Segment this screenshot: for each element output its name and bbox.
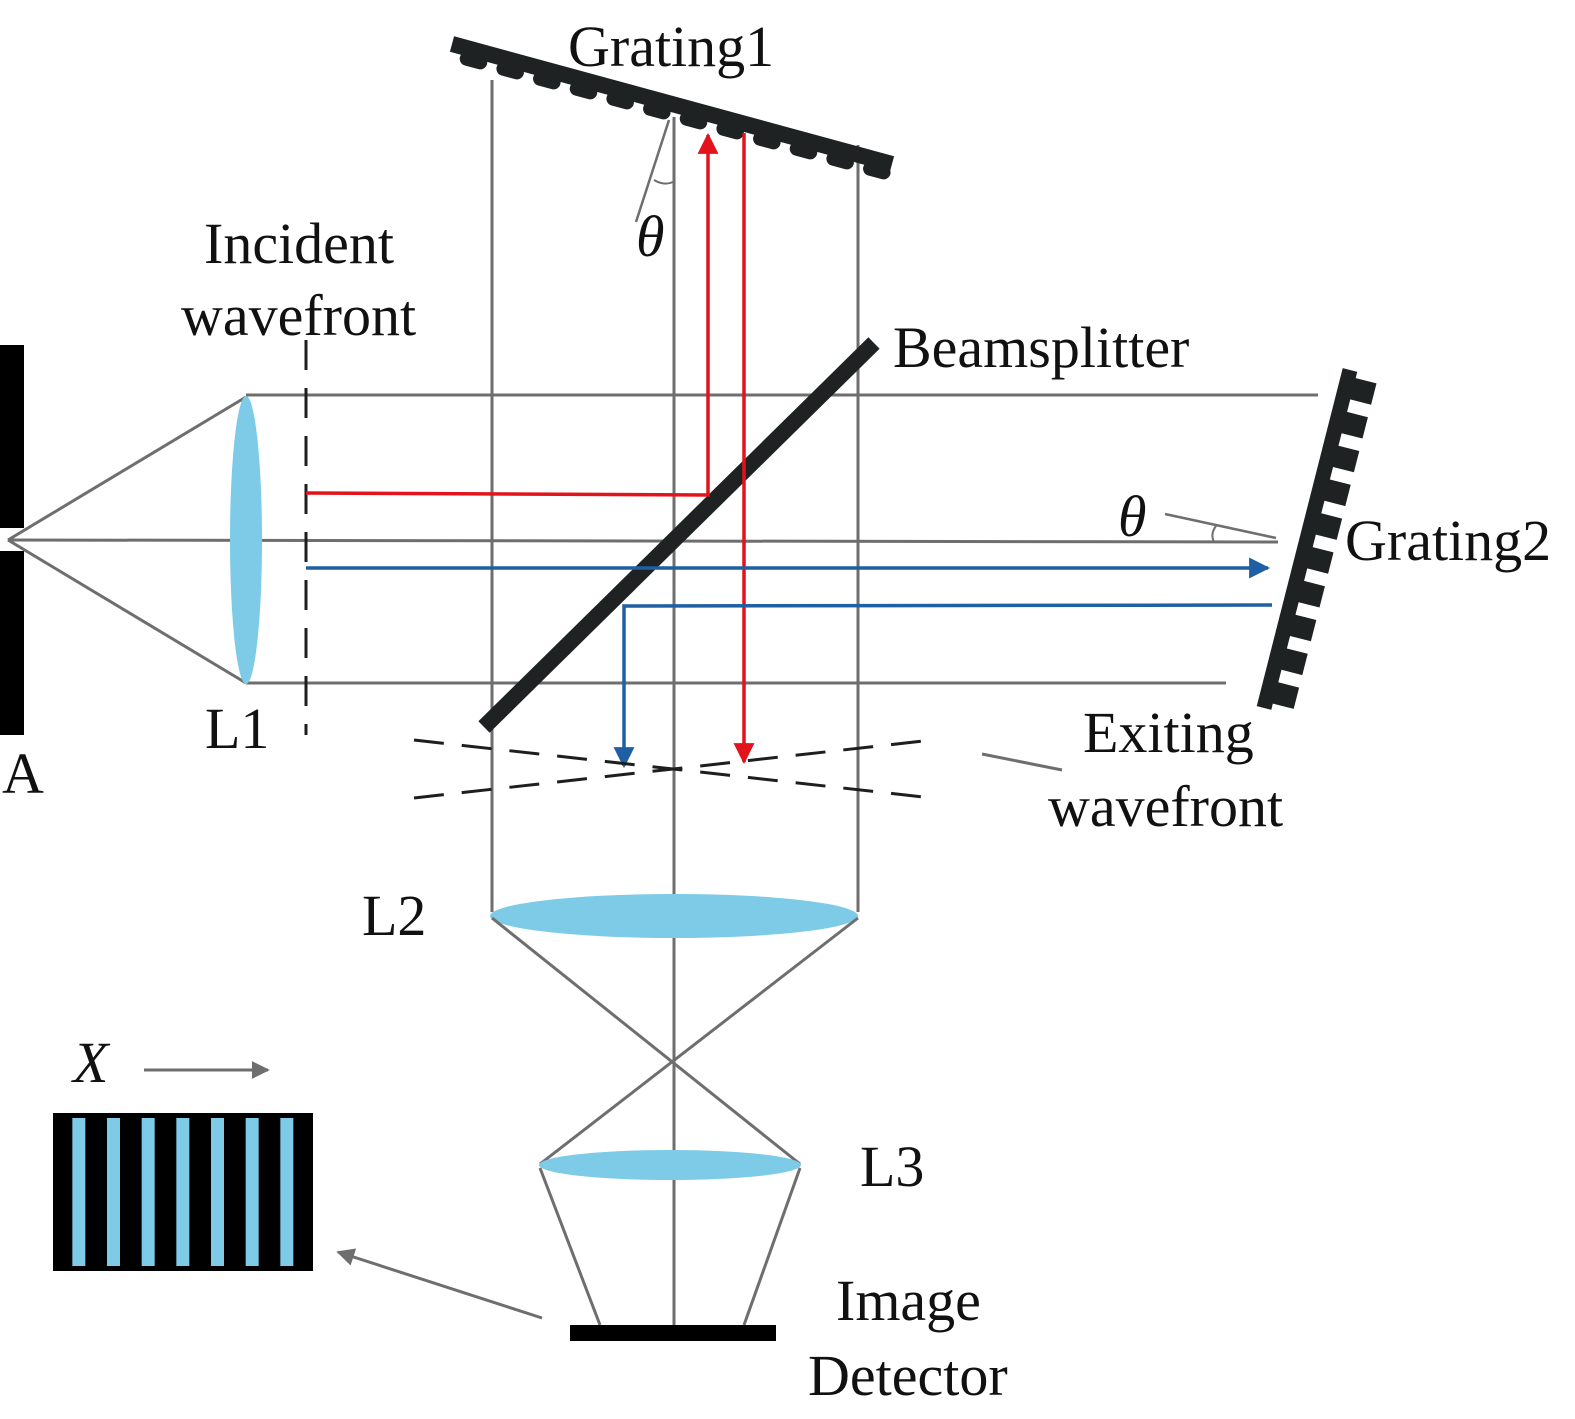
bright-fringe (72, 1118, 86, 1266)
beamsplitter (478, 337, 880, 733)
fringe-pattern (53, 1113, 313, 1271)
grating2-groove (1332, 445, 1360, 473)
source-rays (7, 395, 1279, 685)
grating1-groove (863, 161, 891, 180)
bright-fringe (141, 1118, 155, 1266)
grating2-groove (1298, 580, 1325, 608)
detector-label-2: Detector (808, 1343, 1008, 1408)
grating-1 (449, 36, 895, 180)
lens-l2-label: L2 (362, 883, 426, 948)
grating1-groove (459, 51, 488, 70)
grating1-groove (643, 101, 671, 120)
bright-fringe (176, 1118, 190, 1266)
bright-fringe (280, 1118, 294, 1266)
bright-fringe (107, 1118, 120, 1266)
exiting-wavefront-label-1: Exiting (1083, 700, 1254, 765)
grating1-groove (496, 61, 524, 80)
grating2-groove (1315, 513, 1343, 540)
grating2-groove (1341, 411, 1368, 439)
incident-wavefront-label-1: Incident (204, 211, 394, 276)
red-ray-path (305, 132, 755, 765)
grating1-groove (826, 151, 854, 170)
grating1-groove (606, 91, 634, 110)
grating1-groove (679, 111, 708, 130)
aperture-a (0, 345, 24, 735)
grating2-groove (1280, 648, 1308, 676)
detector-rays (538, 1167, 802, 1326)
detector-to-pattern-arrow (336, 1248, 543, 1320)
aperture-label: A (2, 741, 44, 806)
incident-wavefront-label-2: wavefront (181, 283, 416, 348)
grating2-groove (1289, 614, 1317, 642)
image-detector (570, 1325, 776, 1341)
grating1-groove (533, 71, 561, 90)
exiting-wavefront-label-2: wavefront (1048, 774, 1283, 839)
lens-l3-label: L3 (860, 1134, 924, 1199)
exiting-wavefront-lines (413, 738, 1063, 800)
lens-l1 (230, 396, 262, 684)
grating2-groove (1323, 479, 1351, 507)
blue-ray-path (306, 557, 1273, 769)
detector-label-1: Image (836, 1268, 981, 1333)
lens-l1-label: L1 (205, 696, 269, 761)
bright-fringe (245, 1118, 259, 1266)
grating2-groove (1306, 546, 1334, 574)
grating2-label: Grating2 (1345, 508, 1551, 573)
lens-l3 (539, 1150, 801, 1180)
grating1-groove (789, 141, 818, 160)
lens-l2 (490, 894, 858, 938)
theta-angle-grating2 (1164, 512, 1277, 543)
grating1-groove (716, 121, 744, 140)
vertical-beam (490, 80, 860, 1325)
grating2-groove (1272, 682, 1300, 709)
grating1-label: Grating1 (568, 14, 774, 79)
grating-2 (1256, 368, 1377, 710)
converging-rays (491, 916, 859, 1166)
x-axis-label: X (71, 1030, 111, 1095)
collimated-beam (246, 393, 1318, 685)
grating2-groove (1349, 377, 1377, 405)
grating1-groove (569, 81, 598, 100)
beamsplitter-label: Beamsplitter (893, 315, 1189, 380)
theta-angle-grating1 (634, 119, 674, 223)
bright-fringe (211, 1118, 224, 1266)
theta-label-grating2: θ (1118, 484, 1147, 549)
grating1-groove (753, 131, 781, 150)
theta-label-grating1: θ (636, 204, 665, 269)
